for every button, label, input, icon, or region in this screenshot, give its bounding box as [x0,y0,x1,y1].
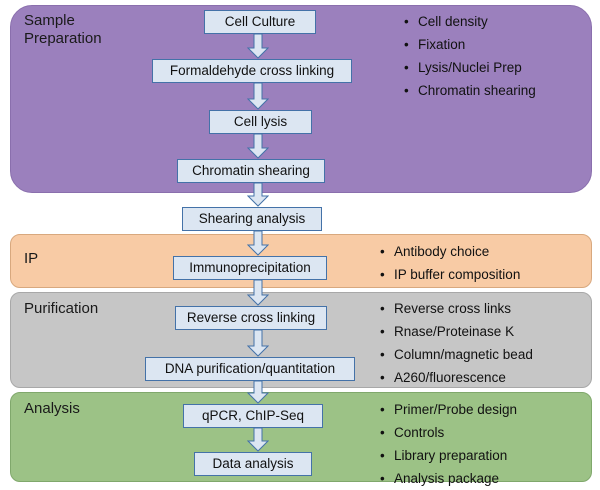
bullet-text: Lysis/Nuclei Prep [418,60,522,75]
bullet-text: Cell density [418,14,488,29]
section-label-ip: IP [24,250,39,267]
bullet-glyph: • [404,37,409,52]
step-cell-culture[interactable]: Cell Culture [204,10,316,34]
bullet-glyph: • [380,402,385,417]
step-immunoprecipitation[interactable]: Immunoprecipitation [173,256,327,280]
bullet-glyph: • [404,60,409,75]
bullet-glyph: • [380,425,385,440]
bullet-glyph: • [380,301,385,316]
bullet-glyph: • [404,14,409,29]
bullet-item: • Library preparation [380,444,517,467]
arrow-cell-culture-to-formaldehyde [247,34,269,59]
section-label-sample-preparation: Sample Preparation [24,12,134,48]
step-cell-lysis[interactable]: Cell lysis [209,110,312,134]
bullet-text: Library preparation [394,448,508,463]
arrow-chromatin-shearing-to-shearing-analysis [247,183,269,207]
step-dna-purification[interactable]: DNA purification/quantitation [145,357,355,381]
step-chromatin-shearing[interactable]: Chromatin shearing [177,159,325,183]
bullet-item: • IP buffer composition [380,263,520,286]
arrow-shearing-analysis-to-immunoprecipitation [247,231,269,256]
section-label-line1: Sample [24,12,75,29]
arrow-reverse-cross-to-dna-purification [247,330,269,357]
bullet-glyph: • [380,324,385,339]
section-label-line2: Preparation [24,30,102,47]
bullet-text: IP buffer composition [394,267,521,282]
bullet-item: • Analysis package [380,467,517,490]
bullet-item: • Lysis/Nuclei Prep [404,56,536,79]
bullet-glyph: • [380,244,385,259]
step-formaldehyde[interactable]: Formaldehyde cross linking [152,59,352,83]
step-shearing-analysis[interactable]: Shearing analysis [182,207,322,231]
bullets-ip: • Antibody choice • IP buffer compositio… [380,240,520,286]
bullet-item: • Antibody choice [380,240,520,263]
bullet-item: • Rnase/Proteinase K [380,320,533,343]
section-label-purification: Purification [24,300,99,317]
bullet-text: A260/fluorescence [394,370,506,385]
bullet-glyph: • [404,83,409,98]
bullet-item: • Fixation [404,33,536,56]
arrow-immunoprecipitation-to-reverse-cross [247,280,269,306]
step-reverse-cross[interactable]: Reverse cross linking [175,306,327,330]
bullet-glyph: • [380,370,385,385]
bullet-glyph: • [380,347,385,362]
arrow-dna-purification-to-qpcr [247,381,269,404]
arrow-qpcr-to-data-analysis [247,428,269,452]
bullet-text: Column/magnetic bead [394,347,533,362]
step-qpcr[interactable]: qPCR, ChIP-Seq [183,404,323,428]
bullet-item: • Chromatin shearing [404,79,536,102]
bullet-glyph: • [380,471,385,486]
bullet-text: Controls [394,425,445,440]
bullet-text: Reverse cross links [394,301,512,316]
bullet-item: • Reverse cross links [380,297,533,320]
bullets-purification: • Reverse cross links • Rnase/Proteinase… [380,297,533,389]
bullet-text: Fixation [418,37,466,52]
bullet-item: • Controls [380,421,517,444]
bullets-analysis: • Primer/Probe design • Controls • Libra… [380,398,517,490]
arrow-cell-lysis-to-chromatin-shearing [247,134,269,159]
bullet-item: • A260/fluorescence [380,366,533,389]
bullet-glyph: • [380,448,385,463]
bullet-item: • Column/magnetic bead [380,343,533,366]
bullet-glyph: • [380,267,385,282]
bullet-text: Analysis package [394,471,500,486]
bullet-item: • Cell density [404,10,536,33]
bullet-text: Chromatin shearing [418,83,536,98]
bullet-item: • Primer/Probe design [380,398,517,421]
arrow-formaldehyde-to-cell-lysis [247,83,269,110]
bullet-text: Rnase/Proteinase K [394,324,515,339]
bullet-text: Primer/Probe design [394,402,518,417]
section-label-analysis: Analysis [24,400,80,417]
bullets-sample-preparation: • Cell density • Fixation • Lysis/Nuclei… [404,10,536,102]
bullet-text: Antibody choice [394,244,490,259]
step-data-analysis[interactable]: Data analysis [194,452,312,476]
